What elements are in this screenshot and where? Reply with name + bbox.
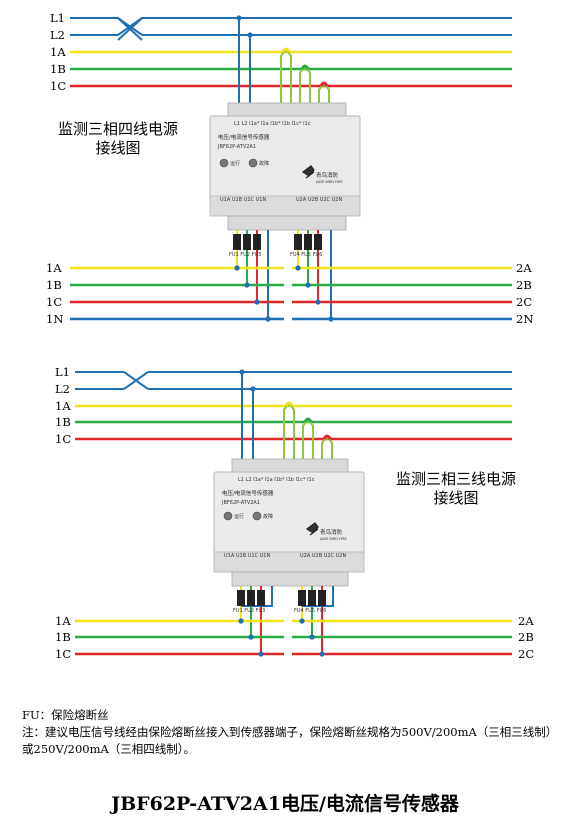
brand2-name: 青鸟消防 <box>320 528 343 536</box>
right2-label-2c: 2C <box>518 647 534 661</box>
bus-label-l2: L2 <box>50 28 65 42</box>
bus-label-1b: 1B <box>50 62 66 76</box>
brand-sub: JADE BIRD FIRE <box>315 180 343 184</box>
bus2-label-l1: L1 <box>55 365 70 379</box>
fuse2-labels-left: FU1 FU2 FU3 <box>233 608 265 614</box>
caption-2-line1: 监测三相三线电源 <box>396 470 516 488</box>
led2-fault <box>252 511 262 521</box>
caption-1-line1: 监测三相四线电源 <box>58 120 178 138</box>
bus2-label-1a: 1A <box>55 399 71 413</box>
terminals-bottom-right: U2A U2B U2C U2N <box>296 197 342 203</box>
fuse2-fu6 <box>318 590 326 606</box>
bus-label-1c: 1C <box>50 79 66 93</box>
device-2: L1 L2 I1a* I1a I1b* I1b I1c* I1c 电压/电流信号… <box>213 458 365 587</box>
device2-top-terminals: L1 L2 I1a* I1a I1b* I1b I1c* I1c <box>238 477 315 483</box>
ct-loops-1 <box>280 47 330 110</box>
device-model: JBF62P-ATV2A1 <box>217 144 256 150</box>
fuse-fu1 <box>233 234 241 250</box>
fuses-2: FU1 FU2 FU3 FU4 FU5 FU6 <box>233 590 326 614</box>
fuse-fu2 <box>243 234 251 250</box>
device-1: L1 L2 I1a* I1a I1b* I1b I1c* I1c 电压/电流信号… <box>209 102 361 231</box>
device-top-terminals: L1 L2 I1a* I1a I1b* I1b I1c* I1c <box>234 121 311 127</box>
caption-2-line2: 接线图 <box>433 489 478 507</box>
fuse-fu6 <box>314 234 322 250</box>
diagram-three-phase-three-wire: L1 L2 1A 1B 1C L1 L2 I1a* I1a I1b* I1b I… <box>55 365 534 661</box>
fuse2-fu3 <box>257 590 265 606</box>
device2-model: JBF62P-ATV2A1 <box>221 500 260 506</box>
bus2-label-1b: 1B <box>55 415 71 429</box>
fuse2-fu4 <box>298 590 306 606</box>
led-fault <box>248 158 258 168</box>
right-label-2c: 2C <box>516 295 532 309</box>
wire-l1 <box>70 17 160 31</box>
fuses-1: FU1 FU2 FU3 FU4 FU5 FU6 <box>229 234 322 258</box>
bottom-bus-1: 1A 1B 1C 1N 2A 2B 2C 2N <box>46 261 533 326</box>
brand-name: 青鸟消防 <box>316 171 339 179</box>
terminals-bottom-left: U1A U1B U1C U1N <box>220 197 266 203</box>
led2-run <box>223 511 233 521</box>
fuse-fu5 <box>304 234 312 250</box>
brand-logo <box>301 165 315 179</box>
note-main: 注：建议电压信号线经由保险熔断丝接入到传感器端子，保险熔断丝规格为500V/20… <box>22 725 552 756</box>
note-fu-legend: FU：保险熔断丝 <box>22 708 109 722</box>
ct-loops-2 <box>283 401 333 466</box>
page-title: JBF62P-ATV2A1电压/电流信号传感器 <box>111 793 459 815</box>
led-fault-label: 故障 <box>259 160 269 167</box>
brand2-logo <box>305 522 319 536</box>
fuse2-fu5 <box>308 590 316 606</box>
fuse2-labels-right: FU4 FU5 FU6 <box>294 608 326 614</box>
bus2-label-1c: 1C <box>55 432 71 446</box>
right2-label-2a: 2A <box>518 614 534 628</box>
led-run-label: 运行 <box>230 160 240 167</box>
device-name: 电压/电流信号传感器 <box>218 133 270 141</box>
led-run <box>219 158 229 168</box>
terminals2-bottom-right: U2A U2B U2C U2N <box>300 553 346 559</box>
fuse2-fu1 <box>237 590 245 606</box>
left-label-1n: 1N <box>46 312 63 326</box>
left2-label-1a: 1A <box>55 614 71 628</box>
bottom-bus-2: 1A 1B 1C 2A 2B 2C <box>55 614 534 661</box>
fuse-labels-left: FU1 FU2 FU3 <box>229 252 261 258</box>
led2-run-label: 运行 <box>234 513 244 520</box>
fuse-labels-right: FU4 FU5 FU6 <box>290 252 322 258</box>
left2-label-1b: 1B <box>55 630 71 644</box>
led2-fault-label: 故障 <box>263 513 273 520</box>
left-label-1c: 1C <box>46 295 62 309</box>
right-label-2b: 2B <box>516 278 532 292</box>
left-label-1a: 1A <box>46 261 62 275</box>
wiring-diagrams: L1 L2 1A 1B 1C L1 L2 I1a* I1a I1b* I1b <box>46 11 534 661</box>
fuse-fu3 <box>253 234 261 250</box>
device2-name: 电压/电流信号传感器 <box>222 489 274 497</box>
fuse-fu4 <box>294 234 302 250</box>
brand2-sub: JADE BIRD FIRE <box>319 537 347 541</box>
bus2-label-l2: L2 <box>55 382 70 396</box>
right2-label-2b: 2B <box>518 630 534 644</box>
terminals2-bottom-left: U1A U1B U1C U1N <box>224 553 270 559</box>
bus-label-l1: L1 <box>50 11 65 25</box>
left2-label-1c: 1C <box>55 647 71 661</box>
right-label-2a: 2A <box>516 261 532 275</box>
caption-1-line2: 接线图 <box>95 139 140 157</box>
bus-label-1a: 1A <box>50 45 66 59</box>
right-label-2n: 2N <box>516 312 533 326</box>
fuse2-fu2 <box>247 590 255 606</box>
diagram-three-phase-four-wire: L1 L2 1A 1B 1C L1 L2 I1a* I1a I1b* I1b <box>46 11 533 326</box>
left-label-1b: 1B <box>46 278 62 292</box>
